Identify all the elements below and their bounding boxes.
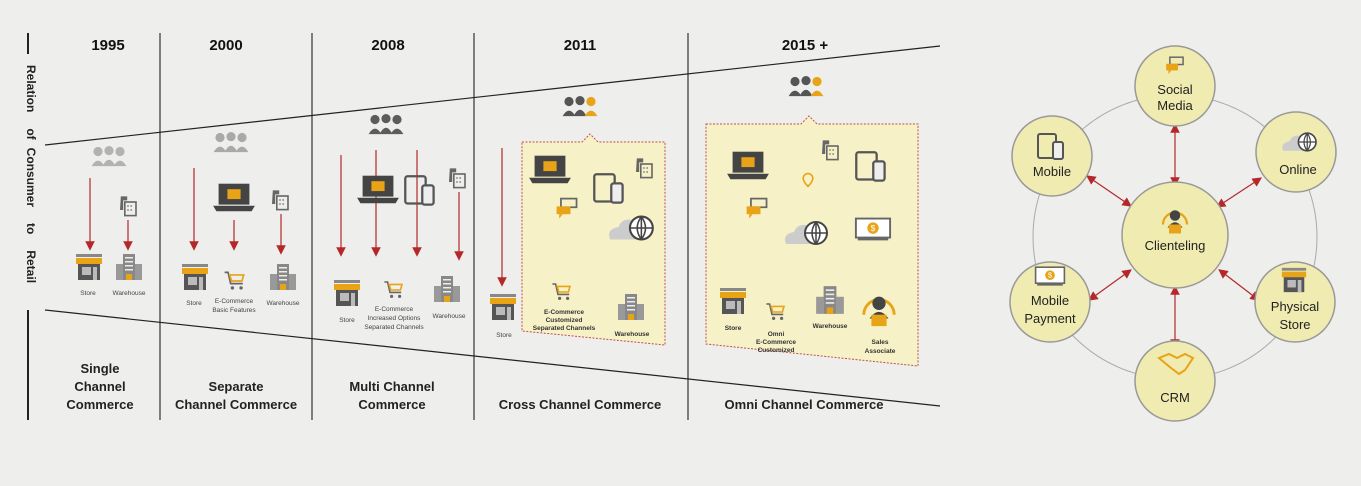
svg-text:Store: Store <box>496 332 512 339</box>
svg-text:RelationofConsumertoRetail: RelationofConsumertoRetail <box>24 65 38 283</box>
svg-text:Warehouse: Warehouse <box>813 323 848 330</box>
money-icon <box>854 217 892 241</box>
warehouse-icon <box>270 264 296 290</box>
svg-text:Warehouse: Warehouse <box>433 313 466 320</box>
phone-icon <box>119 195 137 217</box>
svg-text:Store: Store <box>339 317 355 324</box>
store-icon <box>490 294 516 320</box>
year-2008: 2008 <box>371 37 404 54</box>
laptop-icon <box>213 183 255 212</box>
consumers-icon <box>213 132 249 153</box>
warehouse-icon <box>434 276 460 302</box>
svg-text:Mobile: Mobile <box>1033 164 1071 179</box>
tablet-icon <box>404 175 435 206</box>
node-crm <box>1134 340 1216 422</box>
cart-icon <box>383 281 403 299</box>
consumers-icon <box>91 146 127 167</box>
laptop-icon <box>727 151 769 180</box>
consumers-icon <box>788 76 824 97</box>
cart-icon <box>223 271 245 291</box>
clienteling-node <box>1121 181 1229 289</box>
store-icon <box>334 280 360 306</box>
era-title-omni: Omni Channel Commerce <box>725 397 884 412</box>
funnel-top-line <box>44 45 941 146</box>
svg-text:Clienteling: Clienteling <box>1145 238 1206 253</box>
svg-text:Store: Store <box>186 300 202 307</box>
relation-axis: RelationofConsumertoRetail <box>24 33 38 420</box>
store-icon <box>76 254 102 280</box>
svg-text:Store: Store <box>725 325 742 332</box>
svg-text:Online: Online <box>1279 162 1317 177</box>
era-title-cross: Cross Channel Commerce <box>499 397 662 412</box>
year-1995: 1995 <box>91 37 124 54</box>
svg-text:Warehouse: Warehouse <box>615 331 650 338</box>
node-social-media <box>1134 45 1216 127</box>
svg-text:Store: Store <box>80 290 96 297</box>
money-icon <box>1034 266 1066 286</box>
year-2015: 2015 + <box>782 37 829 54</box>
consumers-icon <box>562 96 598 117</box>
warehouse-icon <box>116 254 142 280</box>
node-mobile-payment <box>1009 261 1091 343</box>
phone-icon <box>271 189 289 211</box>
flow-arrows <box>85 148 507 287</box>
funnel-bottom-line <box>44 309 941 407</box>
svg-text:CRM: CRM <box>1160 390 1190 405</box>
year-2011: 2011 <box>564 37 597 54</box>
node-online <box>1255 111 1337 193</box>
svg-text:Warehouse: Warehouse <box>113 290 146 297</box>
consumers-icon <box>368 114 404 135</box>
laptop-icon <box>357 175 399 204</box>
store-icon <box>182 264 208 290</box>
phone-icon <box>448 167 466 189</box>
svg-text:Warehouse: Warehouse <box>267 300 300 307</box>
node-physical-store <box>1254 261 1336 343</box>
laptop-icon <box>529 155 571 184</box>
year-2000: 2000 <box>209 37 242 54</box>
